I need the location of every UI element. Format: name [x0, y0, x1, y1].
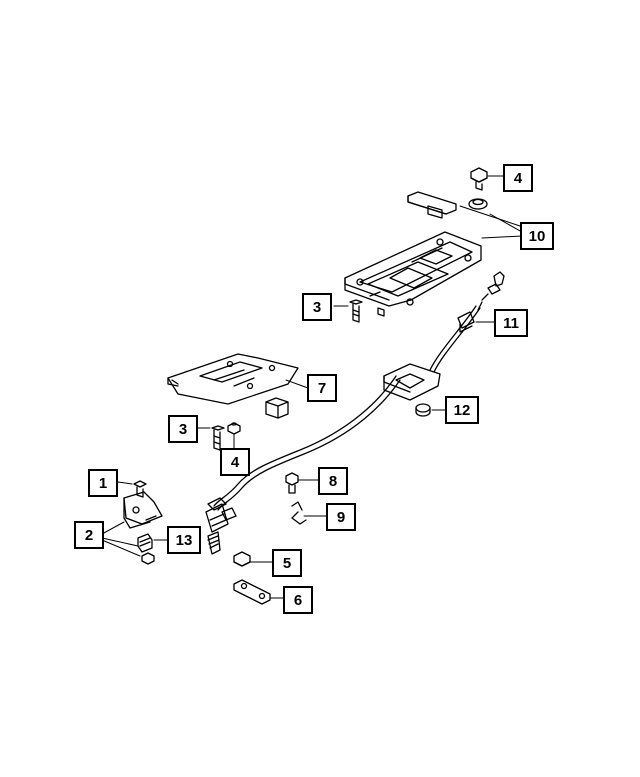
callout-6: 6	[283, 586, 313, 614]
nut-top	[470, 167, 488, 191]
clip-7	[265, 397, 289, 419]
callout-11: 11	[494, 309, 528, 337]
callout-13: 13	[167, 526, 201, 554]
callout-4-mid: 4	[220, 448, 250, 476]
callout-10: 10	[520, 222, 554, 250]
small-bracket	[407, 191, 457, 219]
callout-4-top: 4	[503, 164, 533, 192]
callout-12: 12	[445, 396, 479, 424]
nut-5	[233, 551, 251, 567]
nut-lower	[141, 552, 155, 565]
bolt-1	[133, 480, 147, 498]
callout-8: 8	[318, 467, 348, 495]
callout-2: 2	[74, 521, 104, 549]
grommet-13	[137, 533, 153, 553]
nut-mid	[227, 422, 241, 435]
stud-top	[349, 299, 363, 323]
cable-bracket	[383, 363, 441, 401]
callout-3-mid: 3	[168, 415, 198, 443]
callout-9: 9	[326, 503, 356, 531]
cable-end-upper	[457, 271, 505, 333]
transmission-bracket	[123, 491, 163, 529]
leader-lines	[101, 175, 523, 599]
callout-3-top: 3	[302, 293, 332, 321]
shift-cable	[213, 305, 481, 511]
bushing-12	[415, 403, 431, 417]
callout-5: 5	[272, 549, 302, 577]
shifter-base-plate	[344, 231, 482, 317]
bracket-6	[233, 579, 271, 605]
retainer-8	[285, 472, 299, 494]
support-bracket	[167, 353, 299, 405]
clip-9	[291, 501, 307, 525]
cable-end-lower	[205, 497, 237, 555]
grommet-top	[468, 198, 488, 210]
callout-7: 7	[307, 374, 337, 402]
stud-mid	[211, 425, 225, 451]
callout-1: 1	[88, 469, 118, 497]
